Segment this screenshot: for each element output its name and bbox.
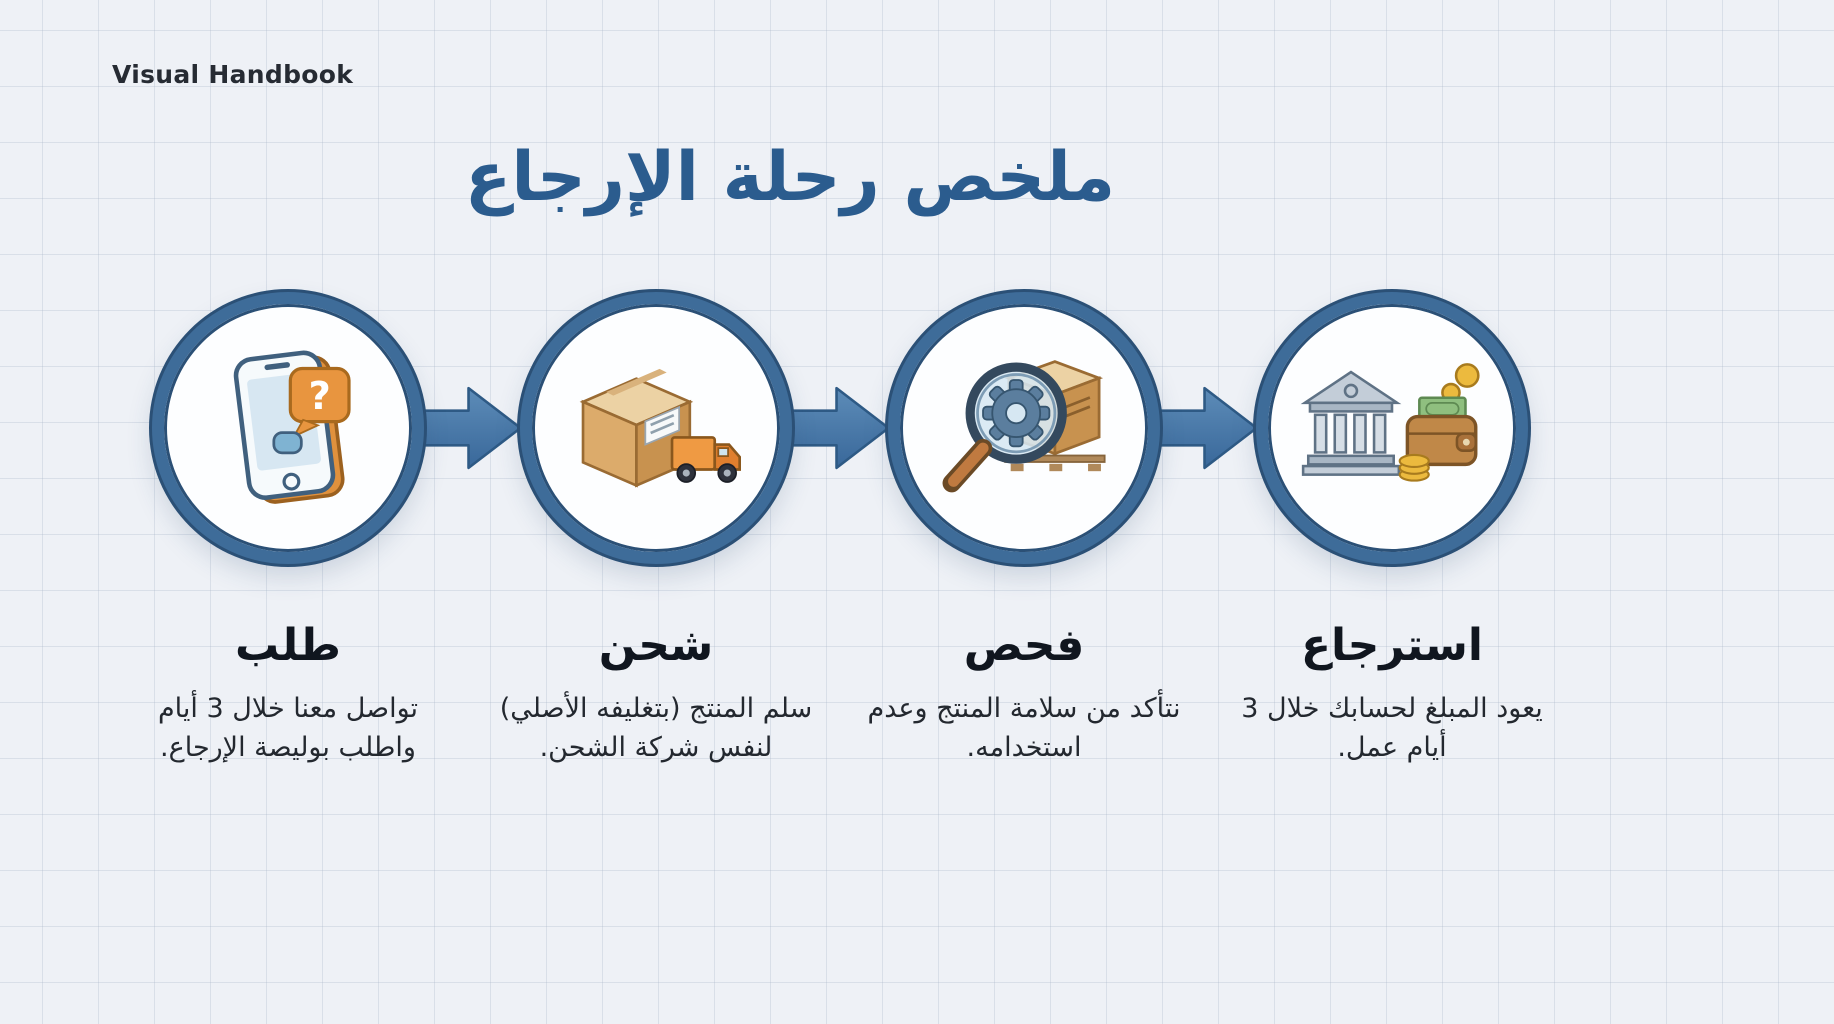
bank-wallet-icon xyxy=(1300,363,1480,483)
page-title: ملخص رحلة الإرجاع xyxy=(464,138,1116,217)
step-description: تواصل معنا خلال 3 أيام واطلب بوليصة الإر… xyxy=(157,693,419,764)
right-arrow-icon xyxy=(420,386,522,470)
brand-label: Visual Handbook xyxy=(112,60,354,89)
step-label: استرجاع xyxy=(1301,620,1483,671)
step-refund: استرجاع يعود المبلغ لحسابك خلال 3 أيام ع… xyxy=(1224,292,1560,767)
process-flow: ? طلب تواصل معنا خلال 3 أيام واطلب بوليص… xyxy=(120,292,1560,767)
magnifier-inspect-icon xyxy=(942,360,1106,493)
step-inspection-circle xyxy=(888,292,1160,564)
svg-text:?: ? xyxy=(308,374,330,419)
step-request-circle: ? xyxy=(152,292,424,564)
step-shipping: شحن سلم المنتج (بتغليفه الأصلي) لنفس شرك… xyxy=(488,292,824,767)
right-arrow-icon xyxy=(788,386,890,470)
step-inspection: فحص نتأكد من سلامة المنتج وعدم استخدامه. xyxy=(856,292,1192,767)
step-description: يعود المبلغ لحسابك خلال 3 أيام عمل. xyxy=(1241,693,1543,764)
step-description: نتأكد من سلامة المنتج وعدم استخدامه. xyxy=(867,693,1181,764)
step-label: شحن xyxy=(598,620,714,671)
step-label: فحص xyxy=(963,620,1085,671)
step-label: طلب xyxy=(235,620,341,671)
step-request: ? طلب تواصل معنا خلال 3 أيام واطلب بوليص… xyxy=(120,292,456,767)
step-refund-circle xyxy=(1256,292,1528,564)
right-arrow-icon xyxy=(1156,386,1258,470)
phone-question-icon: ? xyxy=(233,350,351,504)
step-shipping-circle xyxy=(520,292,792,564)
step-description: سلم المنتج (بتغليفه الأصلي) لنفس شركة ال… xyxy=(499,693,813,764)
box-truck-icon xyxy=(579,369,741,488)
